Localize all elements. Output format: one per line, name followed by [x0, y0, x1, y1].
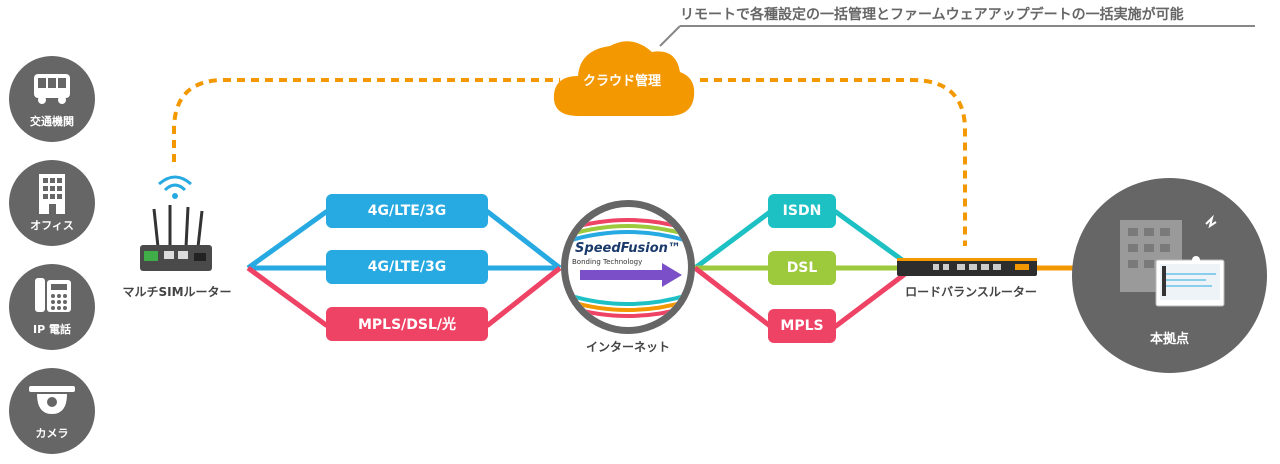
right-link-pill-3: MPLS — [768, 309, 836, 343]
speedfusion-title: SpeedFusion™ — [575, 241, 681, 256]
load-balance-router-icon — [897, 258, 1037, 276]
left-icon-transit: 交通機関 — [9, 56, 95, 142]
banner-text: リモートで各種設定の一括管理とファームウェアアップデートの一括実施が可能 — [680, 7, 1184, 23]
headquarters-circle: 本拠点 — [1072, 178, 1267, 373]
left-icon-camera: カメラ — [9, 368, 95, 454]
left-icon-label: IP 電話 — [33, 323, 71, 336]
hq-building-icon — [1120, 214, 1225, 307]
building-icon — [39, 174, 65, 214]
left-link-pill-1: 4G/LTE/3G — [326, 194, 488, 228]
bus-icon — [34, 74, 70, 104]
left-link-pill-2: 4G/LTE/3G — [326, 250, 488, 284]
banner-leader — [659, 25, 681, 47]
left-link-pill-3: MPLS/DSL/光 — [326, 307, 488, 341]
multi-sim-router-icon — [140, 205, 212, 271]
left-icon-label: 交通機関 — [30, 115, 74, 128]
cloud-icon — [553, 41, 695, 117]
internet-circle: SpeedFusion™ Bonding Technology — [561, 200, 695, 334]
balancer-label: ロードバランスルーター — [905, 285, 1037, 299]
right-link-pill-2: DSL — [768, 251, 836, 285]
left-icon-label: カメラ — [35, 427, 69, 440]
speedfusion-subtitle: Bonding Technology — [572, 258, 643, 266]
router-label: マルチSIMルーター — [122, 285, 232, 299]
hq-label: 本拠点 — [1149, 332, 1189, 347]
camera-icon — [29, 386, 75, 414]
cloud-label: クラウド管理 — [582, 74, 661, 89]
wifi-icon — [158, 175, 192, 199]
left-icon-label: オフィス — [30, 219, 74, 232]
right-link-pill-1: ISDN — [768, 194, 836, 228]
speedfusion-stripes — [568, 218, 688, 318]
left-icon-office: オフィス — [9, 160, 95, 246]
cloud-dashed-line — [172, 78, 967, 246]
left-icon-ipphone: IP 電話 — [9, 264, 95, 350]
phone-icon — [35, 278, 71, 312]
internet-label: インターネット — [585, 340, 670, 354]
